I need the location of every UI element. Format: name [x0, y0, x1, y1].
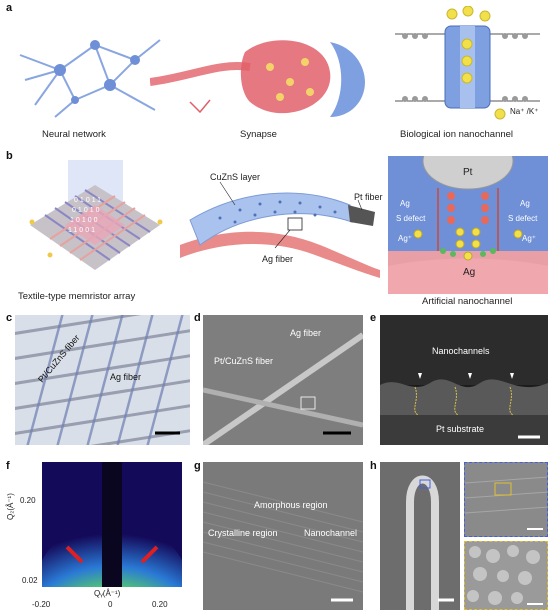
label-e-nanochannels: Nanochannels: [432, 346, 490, 356]
panel-label-a: a: [6, 2, 13, 14]
f-x-tick-2: 0: [108, 600, 113, 609]
panel-label-e: e: [370, 312, 377, 324]
matrix-digit: 1: [91, 197, 98, 204]
panel-f-giwaxs: [42, 462, 182, 587]
label-ag: Ag: [463, 267, 476, 278]
caption-textile-array: Textile-type memristor array: [18, 291, 136, 302]
matrix-digit: 0: [83, 207, 90, 214]
panel-label-f: f: [6, 460, 10, 472]
ion-label: Na⁺ /K⁺: [510, 107, 539, 116]
label-d-pt-fiber: Pt/CuZnS fiber: [214, 356, 274, 366]
matrix-digits-row2: 01010: [72, 207, 102, 214]
matrix-digit: 1: [89, 207, 96, 214]
matrix-digit: 0: [93, 217, 100, 224]
matrix-digit: 1: [73, 227, 80, 234]
label-cuzns-layer: CuZnS layer: [210, 172, 261, 182]
label-pt: Pt: [463, 167, 473, 178]
panel-c-photo: [15, 315, 190, 445]
caption-artificial-nanochannel: Artificial nanochannel: [422, 296, 513, 307]
ion-channel-illustration: [395, 6, 540, 120]
f-x-tick-3: 0.20: [152, 600, 168, 609]
matrix-digit: 1: [81, 217, 88, 224]
matrix-digit: 1: [97, 197, 103, 204]
matrix-digit: 0: [95, 207, 102, 214]
label-ag-plus-right: Ag⁺: [522, 234, 537, 243]
matrix-digits-row1: 01011: [74, 197, 103, 204]
panel-d-sem: [203, 315, 363, 445]
matrix-digit: 0: [85, 227, 92, 234]
panel-label-d: d: [194, 312, 201, 324]
f-y-axis-label: Q₂(Å⁻¹): [6, 493, 15, 520]
label-d-ag-fiber: Ag fiber: [290, 328, 322, 338]
label-pt-fiber: Pt fiber: [354, 192, 383, 202]
f-y-tick-2: 0.02: [22, 576, 38, 585]
f-x-axis-label: Qᵧ(Å⁻¹): [94, 589, 121, 598]
label-g-crystalline: Crystalline region: [208, 528, 278, 538]
f-x-tick-1: -0.20: [32, 600, 51, 609]
label-e-substrate: Pt substrate: [436, 424, 485, 434]
neural-network-illustration: [19, 39, 161, 118]
label-ag-plus-left: Ag⁺: [398, 234, 413, 243]
matrix-digit: 1: [68, 227, 74, 234]
panel-label-h: h: [370, 460, 377, 472]
textile-array-illustration: [29, 160, 163, 270]
matrix-digit: 1: [91, 227, 97, 234]
fiber-illustration: [180, 181, 380, 278]
matrix-digit: 0: [75, 217, 82, 224]
matrix-digit: 1: [79, 197, 86, 204]
label-ag-fiber-b: Ag fiber: [262, 254, 294, 264]
matrix-digit: 0: [74, 197, 80, 204]
label-c-ag-fiber: Ag fiber: [110, 372, 142, 382]
f-y-tick-1: 0.20: [20, 496, 36, 505]
panel-label-c: c: [6, 312, 13, 324]
artificial-nanochannel-illustration: [388, 156, 548, 294]
matrix-digit: 1: [77, 207, 84, 214]
panel-g-tem: [203, 462, 363, 610]
panel-h-zoom1: [464, 462, 548, 537]
matrix-digit: 0: [72, 207, 78, 214]
label-g-amorphous: Amorphous region: [254, 500, 328, 510]
caption-ion-channel: Biological ion nanochannel: [400, 129, 514, 140]
panel-h-zoom2: [464, 541, 548, 610]
matrix-digits-row3: 10100: [70, 217, 100, 224]
panel-label-g: g: [194, 460, 201, 472]
caption-synapse: Synapse: [240, 129, 277, 140]
matrix-digits-row4: 11001: [68, 227, 97, 234]
label-ag-right: Ag: [520, 199, 530, 208]
panel-label-b: b: [6, 150, 13, 162]
label-s-defect-right: S defect: [508, 214, 538, 223]
matrix-digit: 0: [79, 227, 86, 234]
label-ag-left: Ag: [400, 199, 410, 208]
matrix-digit: 1: [70, 217, 76, 224]
label-g-nanochannel: Nanochannel: [304, 528, 358, 538]
matrix-digit: 0: [87, 217, 94, 224]
caption-neural-network: Neural network: [42, 129, 106, 140]
panel-e-sem: [380, 315, 548, 445]
matrix-digit: 0: [85, 197, 92, 204]
panel-h-loop-sem: [380, 462, 460, 610]
label-s-defect-left: S defect: [396, 214, 426, 223]
synapse-illustration: [150, 40, 365, 117]
